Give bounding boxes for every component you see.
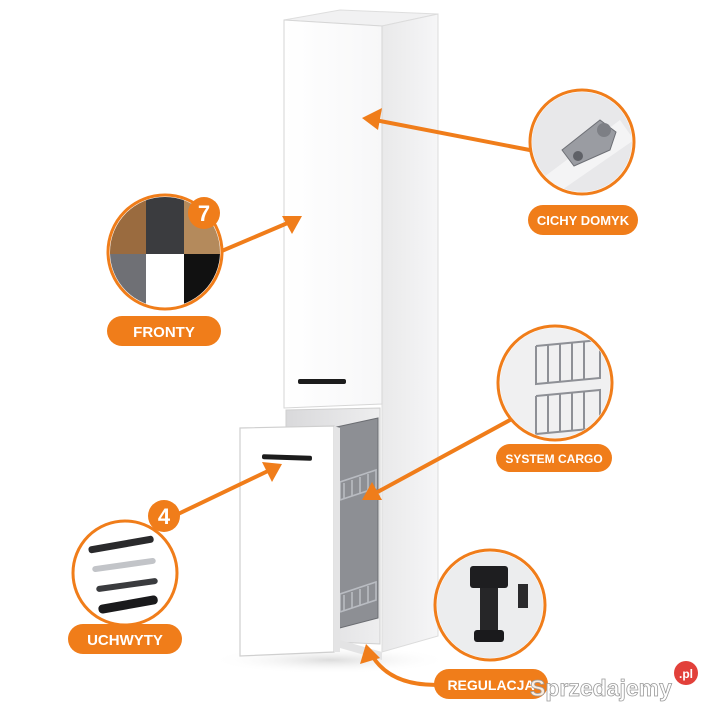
drawer-handle bbox=[261, 454, 312, 461]
handle-bar-icon bbox=[98, 595, 158, 614]
watermark-text: Sprzedajemy bbox=[530, 675, 672, 701]
uchwyty-count-badge: 4 bbox=[158, 504, 171, 529]
cabinet-side bbox=[381, 13, 439, 653]
adjustable-foot-icon bbox=[480, 588, 498, 632]
svg-text:REGULACJA: REGULACJA bbox=[447, 677, 534, 693]
soft-close-hinge-detail bbox=[528, 88, 636, 196]
watermark-suffix: .pl bbox=[679, 667, 693, 681]
cargo-system-detail bbox=[496, 324, 614, 442]
svg-text:FRONTY: FRONTY bbox=[133, 324, 195, 341]
handle-chrome-icon bbox=[92, 557, 156, 573]
label-uchwyty: UCHWYTY bbox=[68, 624, 182, 654]
sprzedajemy-watermark: Sprzedajemy .pl bbox=[530, 661, 698, 701]
watermark-dot-icon bbox=[674, 661, 698, 685]
handle-dark-icon bbox=[96, 578, 158, 592]
svg-text:CICHY DOMYK: CICHY DOMYK bbox=[537, 213, 630, 228]
label-cichy-domyk: CICHY DOMYK bbox=[528, 205, 638, 235]
drawer-front bbox=[239, 425, 335, 657]
label-system-cargo: SYSTEM CARGO bbox=[496, 444, 612, 472]
svg-text:UCHWYTY: UCHWYTY bbox=[87, 632, 163, 649]
upper-door-handle bbox=[298, 379, 346, 384]
label-regulacja: REGULACJA bbox=[434, 669, 548, 699]
upper-door bbox=[283, 19, 383, 409]
drawer-front-edge bbox=[334, 426, 340, 652]
svg-text:SYSTEM CARGO: SYSTEM CARGO bbox=[505, 452, 602, 466]
label-fronty: FRONTY bbox=[107, 316, 221, 346]
front-colors-detail: 7 bbox=[106, 193, 224, 311]
pull-out-drawer bbox=[239, 417, 379, 657]
handle-black-icon bbox=[88, 535, 154, 554]
fronty-count-badge: 7 bbox=[198, 201, 210, 226]
adjustable-feet-detail bbox=[433, 548, 547, 662]
handles-detail: 4 bbox=[71, 500, 180, 627]
